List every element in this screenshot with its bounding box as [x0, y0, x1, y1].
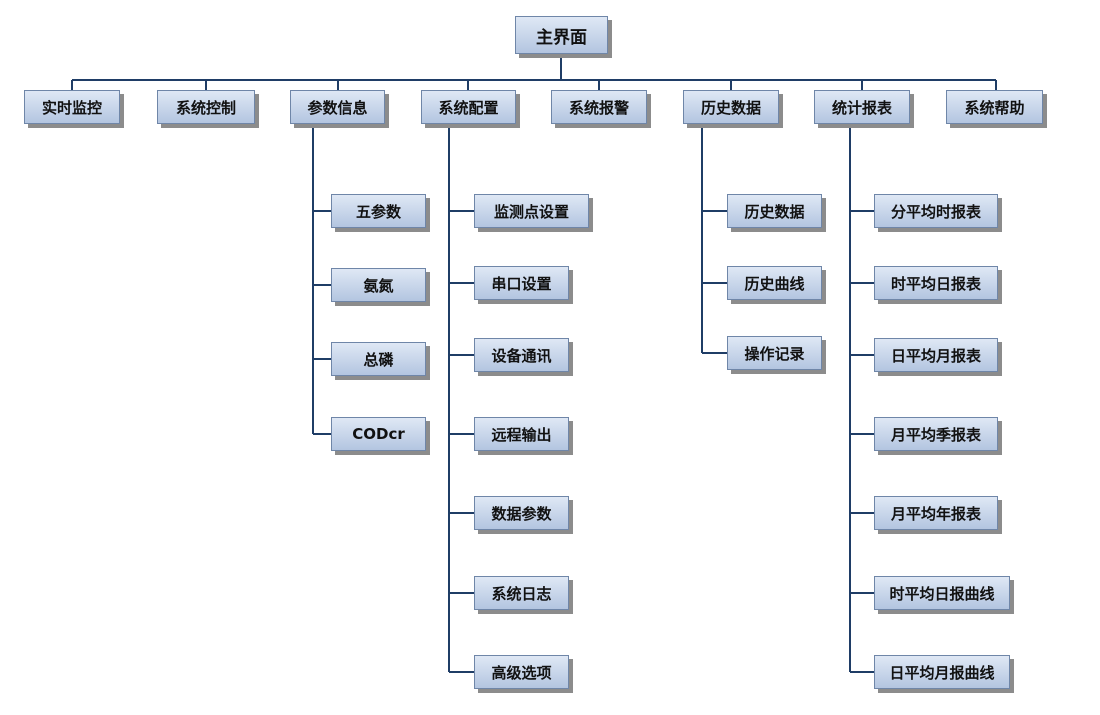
- report-item-month-avg-quarter-report[interactable]: 月平均季报表: [874, 417, 998, 451]
- module-system-control[interactable]: 系统控制: [157, 90, 255, 124]
- module-parameter-info[interactable]: 参数信息: [290, 90, 385, 124]
- module-system-alarm[interactable]: 系统报警: [551, 90, 647, 124]
- module-system-help[interactable]: 系统帮助: [946, 90, 1043, 124]
- module-realtime-monitoring[interactable]: 实时监控: [24, 90, 120, 124]
- module-system-config[interactable]: 系统配置: [421, 90, 516, 124]
- config-item-monitor-point-setup[interactable]: 监测点设置: [474, 194, 589, 228]
- root-node-main-interface[interactable]: 主界面: [515, 16, 608, 54]
- param-item-total-phosphorus[interactable]: 总磷: [331, 342, 426, 376]
- config-item-data-parameters[interactable]: 数据参数: [474, 496, 569, 530]
- history-item-history-data[interactable]: 历史数据: [727, 194, 822, 228]
- report-item-hour-avg-day-report[interactable]: 时平均日报表: [874, 266, 998, 300]
- report-item-hour-avg-day-curve[interactable]: 时平均日报曲线: [874, 576, 1010, 610]
- config-item-system-log[interactable]: 系统日志: [474, 576, 569, 610]
- param-item-ammonia-nitrogen[interactable]: 氨氮: [331, 268, 426, 302]
- config-item-advanced-options[interactable]: 高级选项: [474, 655, 569, 689]
- config-item-device-communication[interactable]: 设备通讯: [474, 338, 569, 372]
- history-item-history-curve[interactable]: 历史曲线: [727, 266, 822, 300]
- module-history-data[interactable]: 历史数据: [683, 90, 779, 124]
- report-item-minute-avg-hour-report[interactable]: 分平均时报表: [874, 194, 998, 228]
- report-item-day-avg-month-curve[interactable]: 日平均月报曲线: [874, 655, 1010, 689]
- module-statistics-report[interactable]: 统计报表: [814, 90, 910, 124]
- config-item-remote-output[interactable]: 远程输出: [474, 417, 569, 451]
- config-item-serial-port-setup[interactable]: 串口设置: [474, 266, 569, 300]
- param-item-codcr[interactable]: CODcr: [331, 417, 426, 451]
- history-item-operation-record[interactable]: 操作记录: [727, 336, 822, 370]
- param-item-five-parameters[interactable]: 五参数: [331, 194, 426, 228]
- report-item-day-avg-month-report[interactable]: 日平均月报表: [874, 338, 998, 372]
- report-item-month-avg-year-report[interactable]: 月平均年报表: [874, 496, 998, 530]
